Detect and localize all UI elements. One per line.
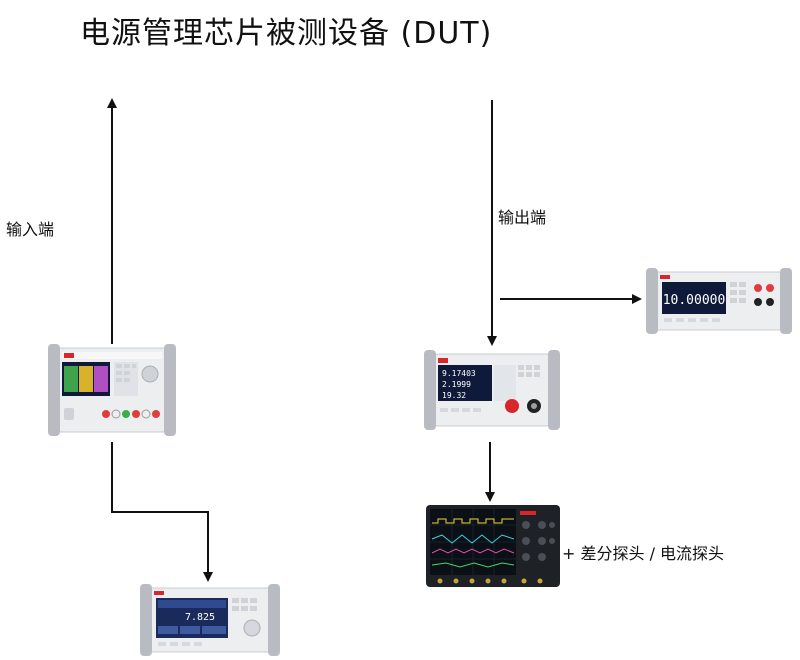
output-label: 输出端 — [498, 208, 547, 227]
arrow-psu-to-bottom-load — [111, 442, 213, 582]
input-label: 输入端 — [6, 220, 55, 239]
electronic-load-icon: 9.17403 2.1999 19.32 — [424, 350, 560, 430]
electronic-load-output: 9.17403 2.1999 19.32 — [424, 350, 560, 430]
load-reading-voltage: 9.17403 — [442, 369, 476, 378]
electronic-load-icon: 7.825 — [140, 584, 280, 656]
diagram-title: 电源管理芯片被测设备 (DUT) — [80, 16, 493, 51]
oscilloscope — [426, 505, 560, 587]
dc-power-supply-icon — [48, 344, 176, 436]
electronic-load-input: 7.825 — [140, 584, 280, 656]
bottom-load-reading: 7.825 — [185, 612, 215, 623]
dc-power-supply — [48, 344, 176, 436]
digital-multimeter-icon: 10.00000 — [646, 268, 792, 334]
probes-label: + 差分探头 / 电流探头 — [562, 544, 725, 563]
load-reading-power: 19.32 — [442, 391, 466, 400]
multimeter-reading: 10.00000 — [663, 293, 726, 308]
digital-multimeter: 10.00000 — [646, 268, 792, 334]
load-reading-current: 2.1999 — [442, 380, 471, 389]
oscilloscope-icon — [426, 505, 560, 587]
